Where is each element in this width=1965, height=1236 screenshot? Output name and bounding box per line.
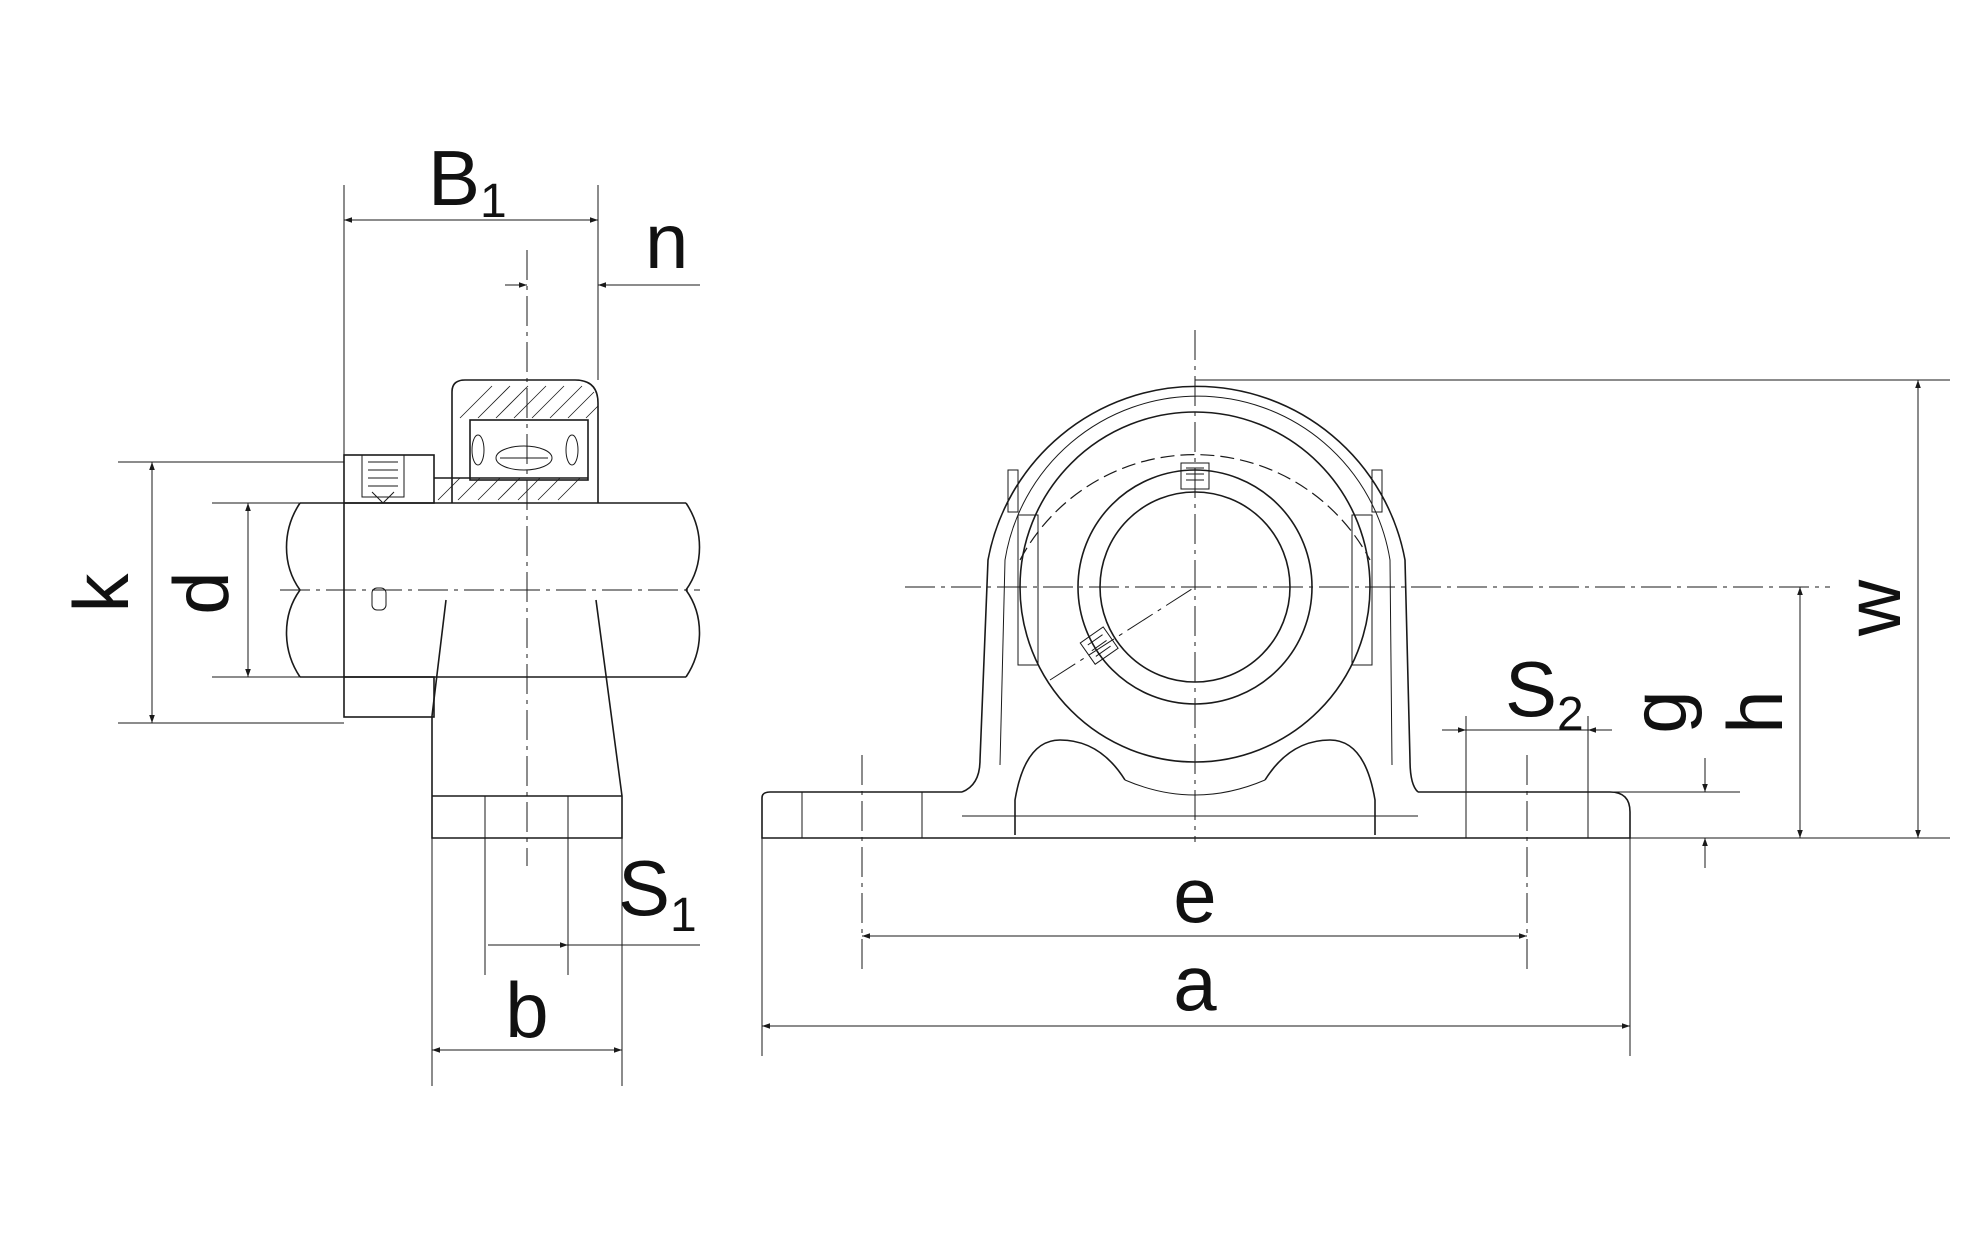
label-d: d — [157, 571, 245, 614]
label-h: h — [1711, 690, 1799, 733]
dimension-d — [212, 502, 300, 678]
label-w: w — [1829, 579, 1917, 637]
side-view — [118, 185, 701, 1086]
label-n: n — [645, 197, 688, 285]
inner-ring-hatching — [437, 477, 581, 501]
housing-outline — [961, 385, 1419, 835]
label-k: k — [57, 573, 145, 613]
dimension-g — [1610, 758, 1740, 868]
housing-hatching — [459, 385, 599, 419]
label-g: g — [1615, 690, 1703, 733]
label-b1: B1 — [428, 134, 507, 228]
dimension-labels: B1 n k d S1 b e a S2 g h w — [57, 134, 1917, 1054]
dimension-s2 — [1442, 716, 1612, 792]
label-a: a — [1173, 939, 1217, 1027]
dimension-b — [431, 838, 623, 1086]
front-view — [761, 330, 1950, 1056]
dimension-s1 — [488, 838, 700, 975]
label-e: e — [1173, 851, 1216, 939]
set-screw-angled — [1079, 626, 1119, 665]
label-b: b — [505, 966, 548, 1054]
label-s1: S1 — [618, 844, 697, 942]
locking-collar — [343, 454, 435, 718]
base-plate — [761, 791, 1631, 839]
dimension-h — [1630, 587, 1950, 839]
label-s2: S2 — [1505, 645, 1584, 741]
dimension-a — [761, 838, 1631, 1056]
set-screw-centerline — [1049, 586, 1196, 681]
dimension-w — [1195, 379, 1950, 838]
dimension-b1 — [343, 185, 599, 455]
housing-section — [434, 379, 599, 503]
dimension-k — [118, 461, 344, 724]
